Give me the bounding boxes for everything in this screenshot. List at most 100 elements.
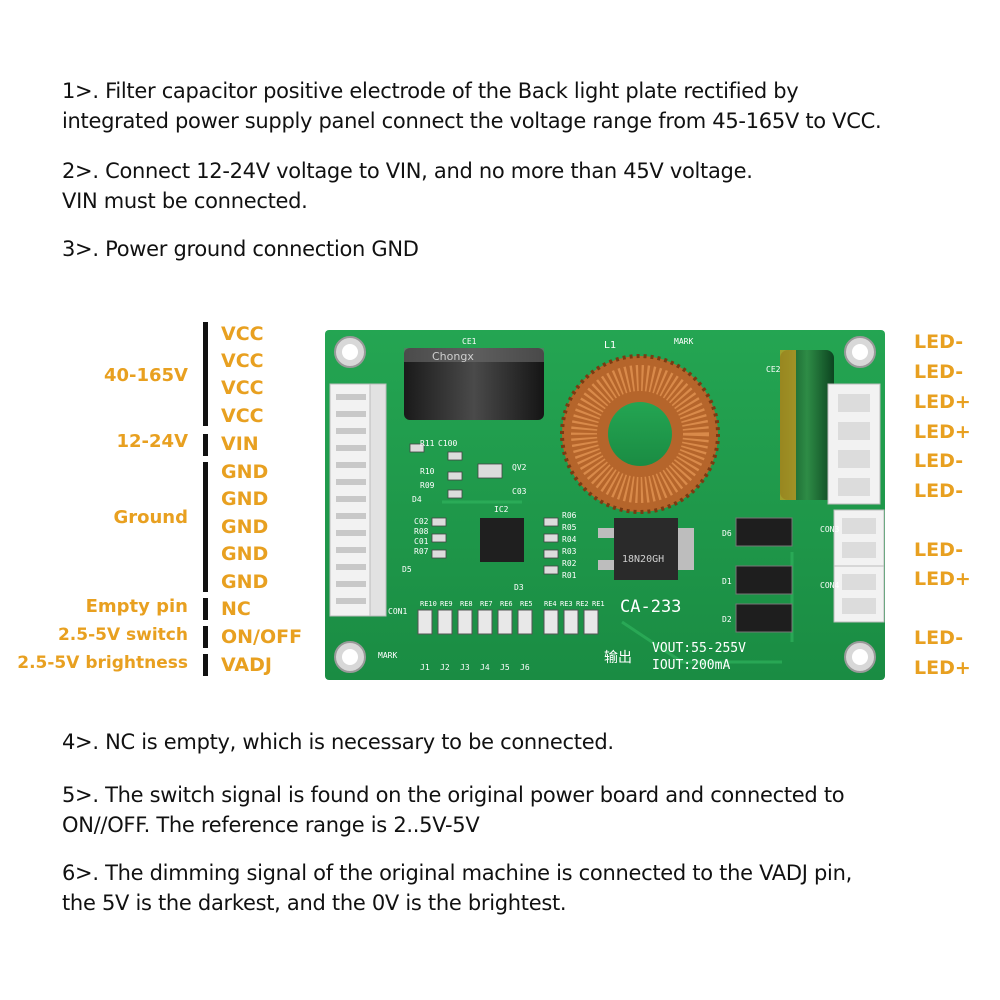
resistor-jumper-row xyxy=(417,609,599,635)
silk-c100: C100 xyxy=(438,439,457,448)
bar-vcc xyxy=(203,322,208,426)
led-label: LED+ xyxy=(914,568,971,590)
silk-re6: RE6 xyxy=(500,600,513,608)
group-label-gnd: Ground xyxy=(113,507,188,528)
note-5: 5>. The switch signal is found on the or… xyxy=(62,780,982,840)
silk-iout: IOUT:200mA xyxy=(652,658,730,673)
silk-con1: CON1 xyxy=(388,607,407,616)
silk-qv2: QV2 xyxy=(512,463,527,472)
note-1-line-2: integrated power supply panel connect th… xyxy=(62,109,882,133)
pcb-board-image: CA-233 输出 VOUT:55-255V IOUT:200mA MARK M… xyxy=(325,330,885,680)
silk-con3: CON3 xyxy=(820,525,839,534)
note-3: 3>. Power ground connection GND xyxy=(62,234,982,264)
led-label: LED+ xyxy=(914,657,971,679)
bar-vadj xyxy=(203,654,208,676)
led-label: LED- xyxy=(914,539,964,561)
group-label-vadj: 2.5-5V brightness xyxy=(17,653,188,673)
output-connector-con3 xyxy=(833,509,885,567)
pin-label: VADJ xyxy=(221,654,272,676)
silk-con4: CON4 xyxy=(820,581,839,590)
note-2-line-2: VIN must be connected. xyxy=(62,189,308,213)
led-label: LED- xyxy=(914,331,964,353)
group-label-nc: Empty pin xyxy=(85,596,188,617)
note-1-line-1: 1>. Filter capacitor positive electrode … xyxy=(62,79,799,103)
chip-marking: 18N20GH xyxy=(622,554,664,565)
silk-re4: RE4 xyxy=(544,600,557,608)
silk-j1: J1 xyxy=(420,663,430,672)
silk-r02: R02 xyxy=(562,559,577,568)
silk-model: CA-233 xyxy=(620,597,681,617)
bar-onoff xyxy=(203,626,208,648)
led-label: LED- xyxy=(914,361,964,383)
silk-re1: RE1 xyxy=(592,600,605,608)
led-label: LED+ xyxy=(914,421,971,443)
pin-label: GND xyxy=(221,488,269,510)
silk-mark-bottom: MARK xyxy=(378,651,397,660)
silk-r05: R05 xyxy=(562,523,577,532)
silk-d6: D6 xyxy=(722,529,732,538)
silk-j3: J3 xyxy=(460,663,470,672)
silk-mark-top: MARK xyxy=(674,337,693,346)
silk-ce2: CE2 xyxy=(766,365,781,374)
led-label: LED- xyxy=(914,480,964,502)
smd-components xyxy=(409,443,559,575)
silk-d5: D5 xyxy=(402,565,412,574)
group-label-vcc: 40-165V xyxy=(103,365,188,386)
silk-ce1: CE1 xyxy=(462,337,477,346)
pin-label: VCC xyxy=(221,377,264,399)
silk-r03: R03 xyxy=(562,547,577,556)
silk-d4: D4 xyxy=(412,495,422,504)
note-3-line-1: 3>. Power ground connection GND xyxy=(62,237,419,261)
pin-label: GND xyxy=(221,461,269,483)
silk-r11: R11 xyxy=(420,439,435,448)
silk-l1: L1 xyxy=(604,340,616,351)
pin-label: GND xyxy=(221,571,269,593)
diode-d2 xyxy=(735,603,793,633)
bar-nc xyxy=(203,598,208,620)
ic-chip-ic2 xyxy=(480,518,524,562)
led-label: LED+ xyxy=(914,391,971,413)
silk-re3: RE3 xyxy=(560,600,573,608)
silk-d2: D2 xyxy=(722,615,732,624)
silk-re8: RE8 xyxy=(460,600,473,608)
note-4-line-1: 4>. NC is empty, which is necessary to b… xyxy=(62,730,614,754)
silk-j5: J5 xyxy=(500,663,510,672)
output-connector-con4 xyxy=(833,565,885,623)
note-5-line-2: ON//OFF. The reference range is 2..5V-5V xyxy=(62,813,480,837)
led-label: LED- xyxy=(914,450,964,472)
note-6-line-1: 6>. The dimming signal of the original m… xyxy=(62,861,852,885)
silk-output-cn: 输出 xyxy=(604,650,632,666)
silk-re5: RE5 xyxy=(520,600,533,608)
mosfet-chip xyxy=(598,518,694,580)
silk-d1: D1 xyxy=(722,577,732,586)
note-6: 6>. The dimming signal of the original m… xyxy=(62,858,982,918)
pin-label: VIN xyxy=(221,433,259,455)
pin-label: NC xyxy=(221,598,251,620)
silk-j6: J6 xyxy=(520,663,530,672)
bar-vin xyxy=(203,434,208,456)
silk-ic2: IC2 xyxy=(494,505,509,514)
pin-label: VCC xyxy=(221,350,264,372)
silk-re10: RE10 xyxy=(420,600,437,608)
note-4: 4>. NC is empty, which is necessary to b… xyxy=(62,727,982,757)
capacitor-ce1 xyxy=(404,348,544,420)
input-connector-con1 xyxy=(329,383,387,617)
bar-gnd xyxy=(203,462,208,592)
group-label-onoff: 2.5-5V switch xyxy=(57,625,188,645)
silk-j2: J2 xyxy=(440,663,450,672)
note-5-line-1: 5>. The switch signal is found on the or… xyxy=(62,783,845,807)
pin-label: ON/OFF xyxy=(221,626,303,648)
pin-label: VCC xyxy=(221,405,264,427)
silk-j4: J4 xyxy=(480,663,490,672)
silk-c03: C03 xyxy=(512,487,527,496)
mounting-holes xyxy=(334,336,876,673)
silk-re7: RE7 xyxy=(480,600,493,608)
silk-r06: R06 xyxy=(562,511,577,520)
note-6-line-2: the 5V is the darkest, and the 0V is the… xyxy=(62,891,567,915)
silk-r07: R07 xyxy=(414,547,429,556)
silk-re9: RE9 xyxy=(440,600,453,608)
led-label: LED- xyxy=(914,627,964,649)
pin-label: VCC xyxy=(221,323,264,345)
output-connector-top xyxy=(827,383,881,505)
silk-r01: R01 xyxy=(562,571,577,580)
